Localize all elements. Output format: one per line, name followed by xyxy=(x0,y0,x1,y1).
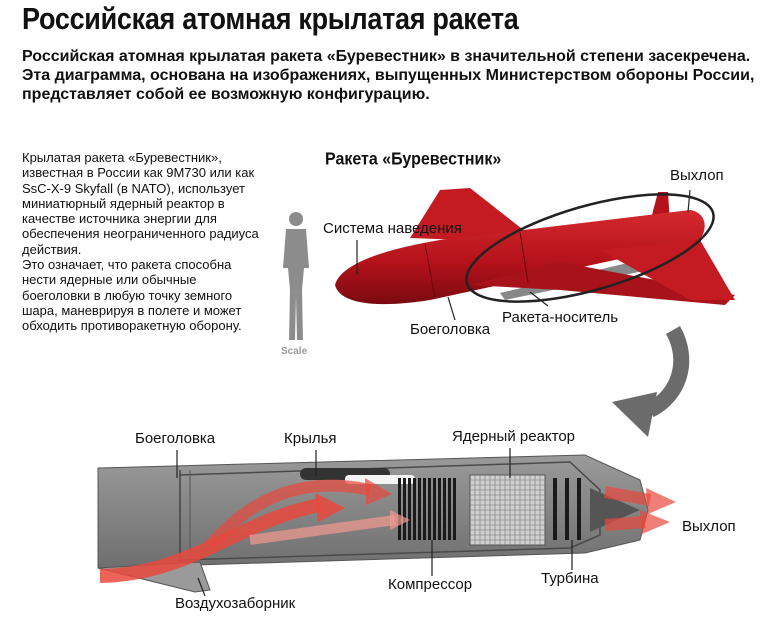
page-title: Российская атомная крылатая ракета xyxy=(22,2,519,36)
pointer-arrow xyxy=(612,326,690,437)
human-scale-silhouette xyxy=(283,212,309,340)
label-warhead-exterior: Боеголовка xyxy=(410,321,491,338)
label-guidance-system: Система наведения xyxy=(323,220,462,237)
missile-exterior xyxy=(335,188,735,305)
exterior-leader-lines xyxy=(356,189,691,321)
description-text: Крылатая ракета «Буревестник», известная… xyxy=(22,150,267,334)
scale-label: Scale xyxy=(281,346,308,357)
missile-heading: Ракета «Буревестник» xyxy=(325,150,502,170)
label-warhead-cutaway: Боеголовка xyxy=(135,430,216,447)
label-exhaust-exterior: Выхлоп xyxy=(670,167,724,184)
label-wings: Крылья xyxy=(284,430,337,447)
page-subtitle: Российская атомная крылатая ракета «Буре… xyxy=(22,48,755,103)
label-turbine: Турбина xyxy=(541,570,599,587)
label-compressor: Компрессор xyxy=(388,576,473,593)
label-booster: Ракета-носитель xyxy=(502,309,619,326)
label-air-intake: Воздухозаборник xyxy=(175,595,296,612)
description-paragraph-1: Крылатая ракета «Буревестник», известная… xyxy=(22,150,259,257)
missile-cutaway xyxy=(97,454,676,593)
cutaway-leader-lines xyxy=(176,448,573,597)
description-paragraph-2: Это означает, что ракета способна нести … xyxy=(22,257,242,334)
label-nuclear-reactor: Ядерный реактор xyxy=(452,428,576,445)
label-exhaust-cutaway: Выхлоп xyxy=(682,518,736,535)
